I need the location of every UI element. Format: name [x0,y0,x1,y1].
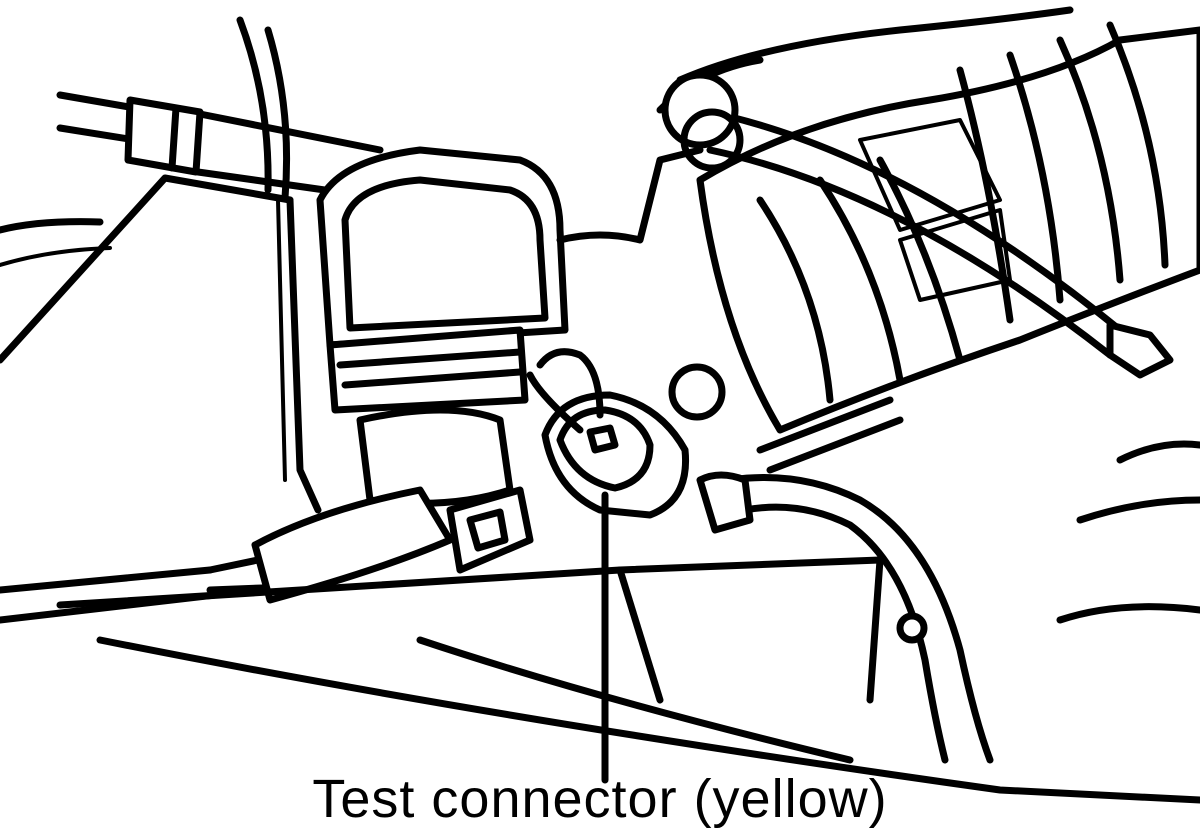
upper-hose [56,16,384,202]
lower-frame [56,556,1200,804]
vacuum-hose [661,71,1174,379]
callout-label: Test connector (yellow) [312,769,888,829]
lower-hoses [696,396,1200,764]
fender-panel [0,174,322,514]
test-connector [526,348,726,519]
throttle-body [316,146,704,507]
sensor-plug [0,486,534,624]
intake-duct [656,6,1200,434]
